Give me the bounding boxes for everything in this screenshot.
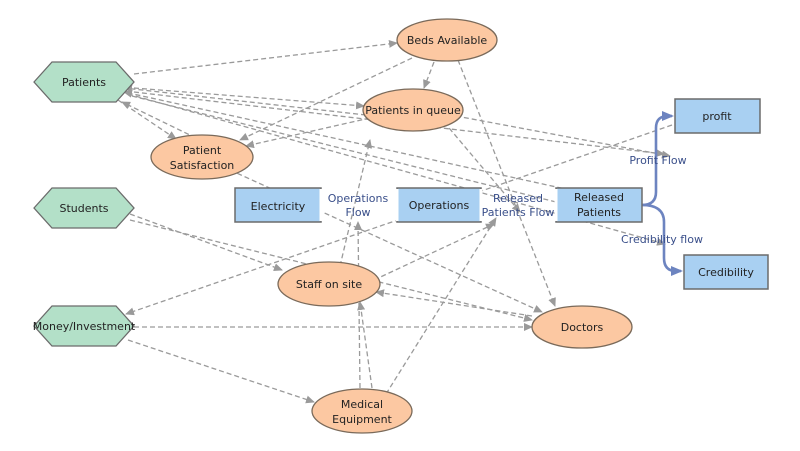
- node-queue-label: Patients in queue: [365, 104, 461, 117]
- link-equipment-opflow: [354, 221, 363, 389]
- node-equipment-label-line2: Equipment: [332, 413, 392, 426]
- node-staff-on-site[interactable]: Staff on site: [277, 261, 381, 307]
- link-doctors-staff: [375, 289, 533, 317]
- link-released-patients: [123, 89, 571, 191]
- node-beds-available[interactable]: Beds Available: [396, 18, 498, 62]
- stock-operations-label: Operations: [409, 199, 470, 212]
- node-equipment-label-line1: Medical: [341, 398, 383, 411]
- link-queue-patients: [123, 84, 367, 116]
- stock-electricity-label: Electricity: [251, 200, 306, 213]
- link-equipment-released: [385, 217, 497, 395]
- link-money-equipment: [127, 339, 315, 404]
- stock-profit-label: profit: [702, 110, 732, 123]
- flow-label-released-line2: Patients Flow: [482, 206, 555, 219]
- link-queue-satisfaction: [245, 117, 371, 149]
- stock-credibility-label: Credibility: [698, 266, 754, 279]
- stock-profit[interactable]: profit: [674, 98, 761, 134]
- link-patients-released: [131, 95, 569, 207]
- node-money-label: Money/Investment: [33, 320, 136, 333]
- node-patients[interactable]: Patients: [33, 61, 135, 103]
- node-students[interactable]: Students: [33, 187, 135, 229]
- link-beds-queue: [423, 61, 435, 89]
- link-staff-operations: [373, 223, 495, 281]
- flow-pipes: [641, 111, 683, 276]
- link-equipment-staff: [357, 301, 373, 389]
- link-students-doctors: [129, 219, 533, 322]
- stock-credibility[interactable]: Credibility: [683, 254, 769, 290]
- node-money-investment[interactable]: Money/Investment: [33, 305, 136, 347]
- node-doctors-label: Doctors: [561, 321, 604, 334]
- flow-label-operations-line2: Flow: [345, 206, 370, 219]
- node-satisfaction-label-line1: Patient: [183, 144, 222, 157]
- link-queue-released: [443, 121, 521, 213]
- stock-released-label-line2: Patients: [577, 206, 621, 219]
- link-patients-queue: [133, 87, 365, 110]
- node-patient-satisfaction[interactable]: Patient Satisfaction: [150, 134, 254, 180]
- node-patients-in-queue[interactable]: Patients in queue: [362, 88, 464, 132]
- node-patients-label: Patients: [62, 76, 106, 89]
- link-satisfaction-patients: [121, 101, 197, 139]
- link-beds-doctors: [457, 59, 556, 307]
- stock-released-label-line1: Released: [574, 191, 624, 204]
- link-students-staff: [129, 213, 283, 271]
- flow-label-operations-line1: Operations: [328, 192, 389, 205]
- flow-pipe-profit: [641, 111, 674, 207]
- node-satisfaction-label-line2: Satisfaction: [170, 159, 235, 172]
- stock-released-patients[interactable]: Released Patients: [554, 187, 643, 223]
- stock-electricity[interactable]: Electricity: [234, 187, 323, 223]
- node-beds-label: Beds Available: [407, 34, 488, 47]
- flow-label-released-line1: Released: [493, 192, 543, 205]
- link-queue-profit: [455, 115, 671, 159]
- link-staff-opflow: [339, 139, 373, 267]
- flow-pipe-credibility: [641, 203, 683, 276]
- link-patients-beds: [133, 39, 398, 75]
- node-doctors[interactable]: Doctors: [531, 305, 633, 349]
- flow-label-profit: Profit Flow: [629, 154, 686, 167]
- node-medical-equipment[interactable]: Medical Equipment: [311, 388, 413, 434]
- link-patients-satisfaction: [117, 99, 177, 140]
- node-students-label: Students: [59, 202, 108, 215]
- node-staff-label: Staff on site: [296, 278, 362, 291]
- flow-label-credibility: Credibility flow: [621, 233, 703, 246]
- stock-operations[interactable]: Operations: [395, 187, 483, 223]
